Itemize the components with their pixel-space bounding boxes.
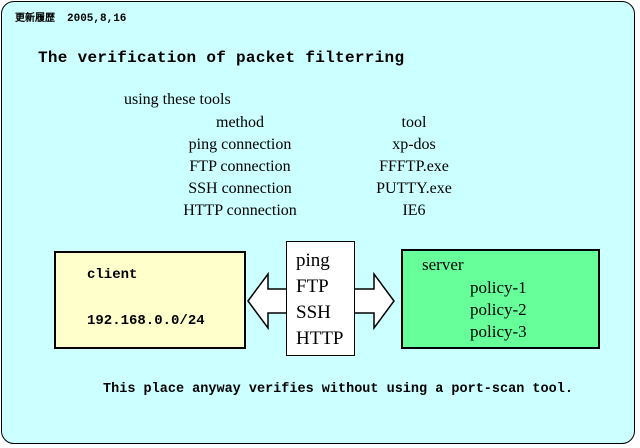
page-title: The verification of packet filterring	[38, 49, 405, 67]
client-box: client 192.168.0.0/24	[54, 251, 246, 349]
table-cell-method: HTTP connection	[183, 202, 297, 219]
table-cell-tool: FFFTP.exe	[379, 158, 449, 175]
server-policy-item: policy-1	[470, 278, 527, 297]
table-cell-method: ping connection	[188, 136, 292, 153]
client-subnet: 192.168.0.0/24	[87, 313, 205, 329]
server-policy-item: policy-2	[470, 300, 527, 319]
table-cell-tool: xp-dos	[392, 136, 436, 153]
table-cell-tool: PUTTY.exe	[376, 180, 452, 197]
tools-table: method tool ping connection xp-dos FTP c…	[160, 112, 494, 222]
protocol-item: FTP	[296, 276, 329, 297]
protocol-item: ping	[296, 250, 330, 271]
client-title: client	[87, 267, 138, 283]
footer-note: This place anyway verifies without using…	[103, 382, 573, 397]
table-cell-method: FTP connection	[189, 158, 291, 175]
server-title: server	[422, 255, 464, 274]
table-cell-method: SSH connection	[188, 180, 292, 197]
protocol-box: ping FTP SSH HTTP	[286, 241, 355, 356]
server-policy-list: policy-1 policy-2 policy-3	[470, 277, 527, 343]
server-policy-item: policy-3	[470, 322, 527, 341]
revision-note: 更新履歴 2005,8,16	[15, 9, 126, 25]
revision-label: 更新履歴	[15, 13, 55, 24]
table-cell-tool: IE6	[402, 202, 426, 219]
server-box: server policy-1 policy-2 policy-3	[401, 249, 600, 349]
column-header-tool: tool	[401, 114, 427, 131]
column-header-method: method	[216, 114, 264, 131]
protocol-item: HTTP	[296, 328, 344, 349]
tools-intro-text: using these tools	[124, 91, 231, 108]
revision-date: 2005,8,16	[67, 13, 127, 25]
slide-canvas: 更新履歴 2005,8,16 The verification of packet…	[1, 1, 635, 444]
protocol-item: SSH	[296, 302, 331, 323]
